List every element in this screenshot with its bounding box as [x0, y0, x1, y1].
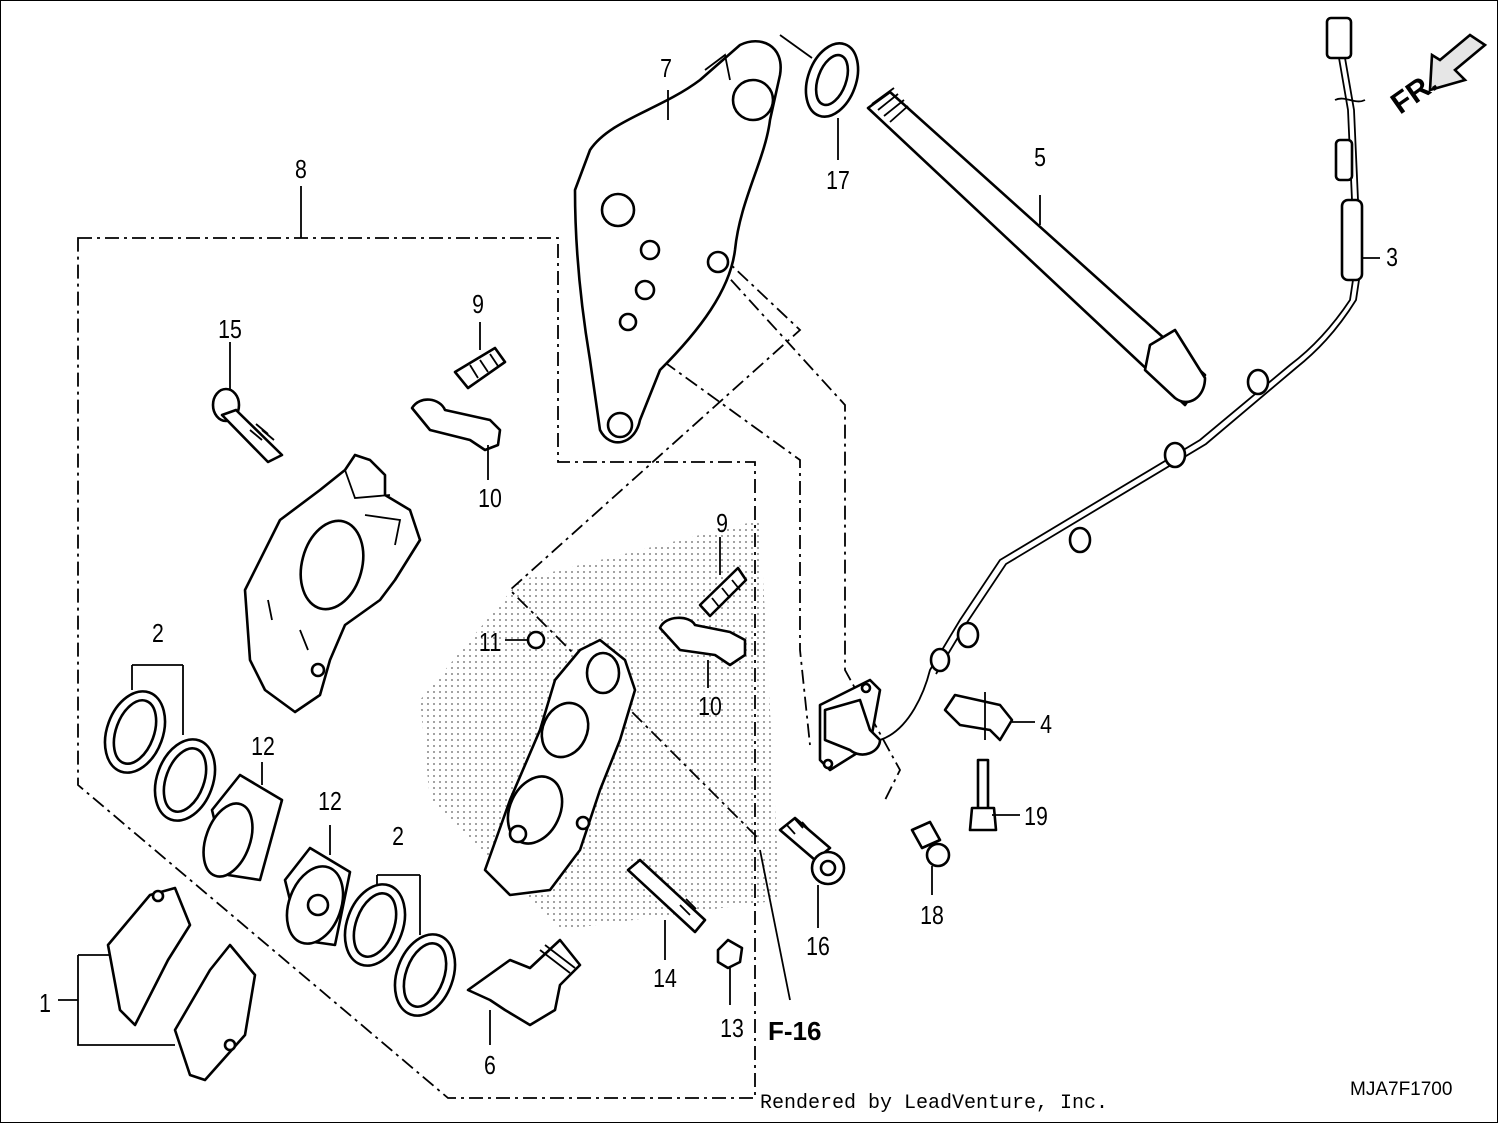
callout-2b: 2 — [392, 822, 404, 852]
clamp-part-4 — [943, 692, 1014, 742]
credit-text: Rendered by LeadVenture, Inc. — [760, 1092, 1109, 1115]
seals-part-2-lower — [343, 883, 457, 1017]
diagram-code: MJA7F1700 — [1350, 1079, 1452, 1100]
bolt-part-16 — [778, 816, 846, 886]
callout-15: 15 — [218, 315, 242, 345]
callout-7: 7 — [660, 54, 672, 84]
callout-4: 4 — [1040, 710, 1052, 740]
leader-lines — [508, 34, 902, 1001]
callout-10b: 10 — [698, 692, 722, 722]
callout-17: 17 — [826, 166, 850, 196]
sensor-wire-part-3 — [879, 16, 1366, 741]
bolt-part-19 — [968, 758, 998, 832]
piston-part-12-a — [202, 773, 284, 882]
seals-part-2-upper — [103, 690, 217, 822]
caliper-body-upper — [243, 453, 422, 714]
callout-2a: 2 — [152, 619, 164, 649]
callout-16: 16 — [806, 932, 830, 962]
callout-leaders — [58, 90, 1380, 1046]
callout-18: 18 — [920, 901, 944, 931]
ring-part-17 — [804, 42, 860, 118]
callout-9a: 9 — [472, 290, 484, 320]
bleeder-part-9-upper — [453, 346, 507, 390]
bleeder-part-9-lower — [698, 566, 748, 618]
callout-12b: 12 — [318, 787, 342, 817]
callout-12a: 12 — [251, 732, 275, 762]
speed-sensor — [818, 678, 882, 772]
callout-19: 19 — [1024, 802, 1048, 832]
bolt-part-15 — [211, 387, 284, 464]
nut-part-11 — [526, 630, 546, 650]
pin-part-14 — [626, 858, 707, 934]
shaft-part-5 — [866, 87, 1207, 407]
assembly-8-bracket — [77, 186, 756, 1099]
callout-8: 8 — [295, 155, 307, 185]
callout-6: 6 — [484, 1051, 496, 1081]
caliper-bracket-part-7 — [573, 39, 782, 444]
callout-5: 5 — [1034, 143, 1046, 173]
callout-11: 11 — [479, 628, 501, 658]
callout-1: 1 — [39, 989, 51, 1019]
callout-10a: 10 — [478, 484, 502, 514]
callout-9b: 9 — [716, 509, 728, 539]
spring-part-6 — [466, 938, 582, 1027]
callout-3: 3 — [1386, 243, 1398, 273]
nut-part-13 — [716, 938, 744, 970]
cap-part-10-upper — [410, 398, 502, 452]
caliper-body-lower — [483, 638, 637, 897]
reference-f16: F-16 — [768, 1016, 821, 1046]
callout-14: 14 — [653, 964, 677, 994]
pads-part-1 — [106, 886, 257, 1082]
cap-part-10-lower — [658, 616, 747, 667]
callout-13: 13 — [720, 1014, 744, 1044]
bolt-part-18 — [910, 820, 951, 868]
piston-part-12-b — [283, 846, 352, 947]
front-direction-arrow: FR. — [1385, 33, 1488, 121]
